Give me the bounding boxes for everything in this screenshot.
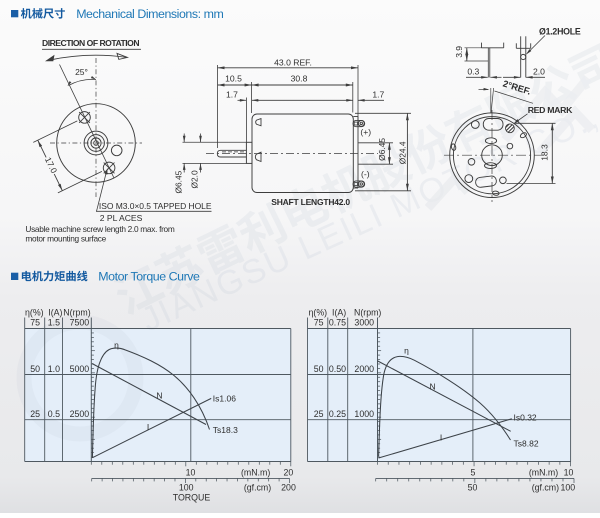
svg-text:N: N [156, 390, 162, 400]
svg-text:200: 200 [281, 482, 296, 492]
svg-text:50: 50 [30, 364, 40, 374]
svg-text:2000: 2000 [354, 364, 374, 374]
svg-text:2500: 2500 [70, 409, 90, 419]
svg-text:(mN.m): (mN.m) [241, 467, 270, 477]
svg-text:(+): (+) [360, 127, 371, 137]
svg-text:DIRECTION OF ROTATION: DIRECTION OF ROTATION [42, 38, 139, 48]
svg-text:0.75: 0.75 [329, 317, 346, 327]
svg-text:2.0: 2.0 [533, 66, 545, 76]
svg-text:I: I [147, 422, 149, 432]
svg-text:10: 10 [564, 467, 574, 477]
svg-text:75: 75 [314, 317, 324, 327]
svg-text:10.5: 10.5 [225, 73, 242, 83]
svg-text:motor mounting surface: motor mounting surface [25, 234, 106, 244]
svg-text:Ts18.3: Ts18.3 [213, 425, 238, 435]
svg-text:18.3: 18.3 [540, 144, 550, 161]
svg-text:0.25: 0.25 [329, 409, 346, 419]
svg-text:1.7: 1.7 [226, 90, 238, 100]
svg-text:(gf.cm): (gf.cm) [532, 482, 559, 492]
svg-text:0.50: 0.50 [329, 364, 346, 374]
svg-text:N: N [430, 382, 436, 392]
svg-text:25: 25 [30, 409, 40, 419]
svg-text:ISO M3.0×0.5 TAPPED HOLE: ISO M3.0×0.5 TAPPED HOLE [99, 201, 212, 211]
svg-text:RED MARK: RED MARK [528, 105, 573, 115]
svg-text:2 PL ACES: 2 PL ACES [100, 213, 143, 223]
svg-text:I: I [440, 432, 442, 442]
svg-text:20: 20 [284, 467, 294, 477]
svg-text:43.0 REF.: 43.0 REF. [274, 57, 312, 67]
svg-text:Mechanical Dimensions: mm: Mechanical Dimensions: mm [76, 7, 223, 21]
svg-text:7500: 7500 [70, 317, 90, 327]
svg-text:Ø6.45: Ø6.45 [174, 170, 184, 193]
svg-text:(mN.m): (mN.m) [529, 467, 558, 477]
svg-text:3.9: 3.9 [454, 46, 464, 58]
svg-text:η: η [114, 340, 119, 350]
svg-text:η: η [404, 346, 409, 356]
svg-text:Is1.06: Is1.06 [213, 394, 236, 404]
svg-text:TORQUE: TORQUE [173, 493, 211, 503]
svg-text:75: 75 [30, 317, 40, 327]
svg-text:1.5: 1.5 [48, 317, 60, 327]
svg-text:I(A): I(A) [48, 308, 62, 318]
svg-text:10: 10 [186, 467, 196, 477]
svg-text:η(%): η(%) [25, 308, 44, 318]
svg-text:3000: 3000 [354, 317, 374, 327]
svg-text:0.3: 0.3 [467, 66, 479, 76]
svg-text:5: 5 [470, 467, 475, 477]
svg-text:Motor Torque Curve: Motor Torque Curve [98, 270, 200, 284]
svg-text:5000: 5000 [70, 364, 90, 374]
svg-text:Ts8.82: Ts8.82 [514, 439, 539, 449]
svg-text:50: 50 [314, 364, 324, 374]
svg-text:Is0.32: Is0.32 [514, 412, 537, 422]
svg-text:25°: 25° [75, 67, 88, 77]
svg-text:(gf.cm): (gf.cm) [244, 482, 271, 492]
svg-text:100: 100 [560, 482, 575, 492]
svg-text:0.5: 0.5 [48, 409, 60, 419]
svg-text:Usable machine screw length 2.: Usable machine screw length 2.0 max. fro… [25, 224, 174, 234]
svg-text:Ø24.4: Ø24.4 [398, 141, 408, 164]
svg-text:(-): (-) [361, 169, 370, 179]
svg-text:N(rpm): N(rpm) [354, 308, 381, 318]
svg-text:1.7: 1.7 [372, 90, 384, 100]
svg-text:1000: 1000 [354, 409, 374, 419]
svg-text:N(rpm): N(rpm) [63, 308, 90, 318]
svg-text:η(%): η(%) [309, 308, 328, 318]
svg-text:50: 50 [468, 482, 478, 492]
svg-text:Ø1.2HOLE: Ø1.2HOLE [539, 27, 581, 37]
svg-text:25: 25 [314, 409, 324, 419]
svg-text:SHAFT LENGTH42.0: SHAFT LENGTH42.0 [271, 197, 350, 207]
svg-text:Ø6.45: Ø6.45 [377, 138, 387, 161]
svg-text:I(A): I(A) [332, 308, 346, 318]
svg-text:100: 100 [179, 482, 194, 492]
svg-text:30.8: 30.8 [291, 73, 308, 83]
svg-text:1.0: 1.0 [48, 364, 60, 374]
svg-text:Ø2.0: Ø2.0 [190, 170, 200, 188]
